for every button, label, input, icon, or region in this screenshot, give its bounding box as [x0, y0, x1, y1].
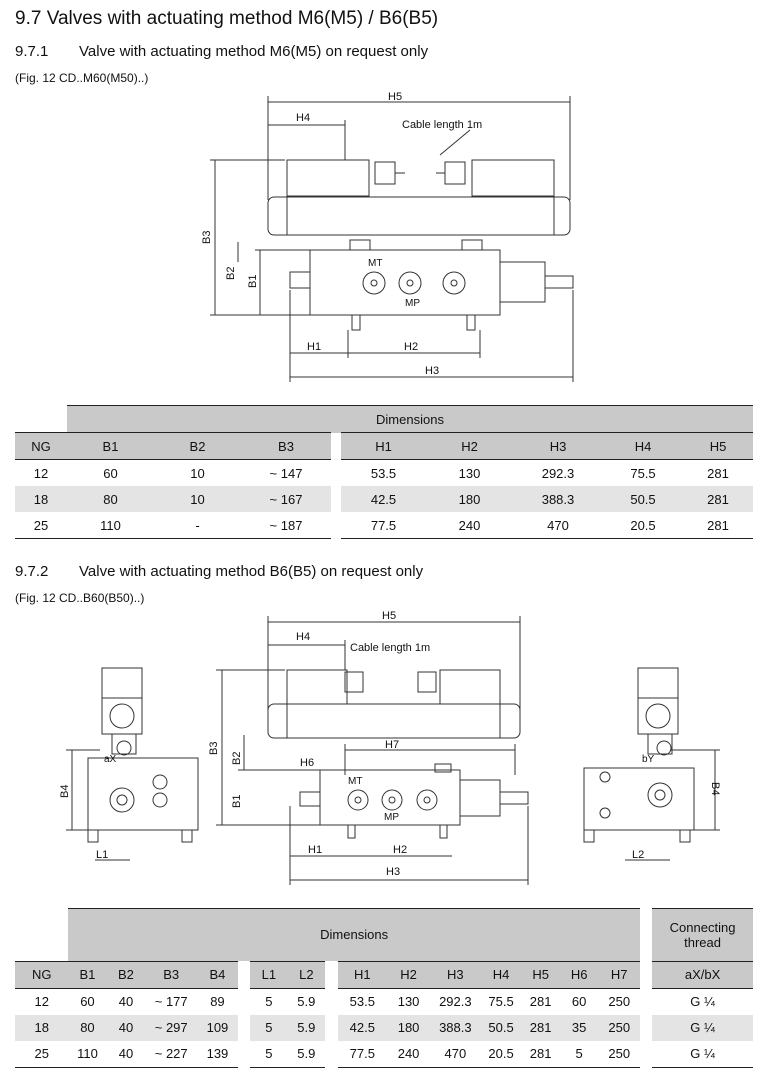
- label-h2: H2: [404, 341, 418, 353]
- label-mt-2: MT: [348, 776, 362, 787]
- label-mp-2: MP: [384, 812, 399, 823]
- table2-header-row: NG B1 B2 B3 B4 L1 L2 H1 H2 H3 H4 H5 H6 H…: [15, 960, 753, 989]
- table2-group-header: Dimensions: [68, 908, 640, 961]
- table1-group-header: Dimensions: [67, 405, 753, 433]
- label-mt-1: MT: [368, 258, 382, 269]
- label-by: bY: [642, 754, 655, 765]
- figure-caption-1: (Fig. 12 CD..M60(M50)..): [15, 71, 149, 85]
- label-b4-left: B4: [59, 785, 71, 798]
- label-h7: H7: [385, 739, 399, 751]
- label-h1: H1: [307, 341, 321, 353]
- figure-caption-2: (Fig. 12 CD..B60(B50)..): [15, 591, 145, 605]
- label-b2-2: B2: [231, 752, 243, 765]
- label-h3-2: H3: [386, 866, 400, 878]
- label-mp-1: MP: [405, 298, 420, 309]
- label-b4-right: B4: [709, 782, 721, 795]
- label-h6: H6: [300, 757, 314, 769]
- label-b3-2: B3: [208, 742, 220, 755]
- label-b3: B3: [201, 231, 213, 244]
- table1-header-row: NG B1 B2 B3 H1 H2 H3 H4 H5: [15, 432, 753, 460]
- label-b2: B2: [225, 267, 237, 280]
- label-h4-2: H4: [296, 631, 310, 643]
- label-cable-1: Cable length 1m: [402, 119, 482, 131]
- label-b1: B1: [247, 275, 259, 288]
- label-h1-2: H1: [308, 844, 322, 856]
- label-h2-2: H2: [393, 844, 407, 856]
- label-h3: H3: [425, 365, 439, 377]
- drawing-m6-valve: H5 H4 Cable length 1m MT MP H1 H2 H3 B3 …: [201, 91, 574, 382]
- dimensions-table-2: Dimensions Connecting thread NG B1 B2 B3…: [15, 908, 753, 1068]
- label-h4: H4: [296, 112, 310, 124]
- dimensions-table-1: Dimensions NG B1 B2 B3 H1 H2 H3 H4 H5 12…: [15, 405, 753, 539]
- label-cable-2: Cable length 1m: [350, 642, 430, 654]
- label-b1-2: B1: [231, 795, 243, 808]
- label-h5: H5: [388, 91, 402, 103]
- label-l2: L2: [632, 849, 644, 861]
- label-h5-2: H5: [382, 610, 396, 622]
- label-ax: aX: [104, 754, 117, 765]
- section-title: 9.7 Valves with actuating method M6(M5) …: [15, 8, 439, 29]
- table2-conn-header: Connecting thread: [652, 908, 753, 961]
- label-l1: L1: [96, 849, 108, 861]
